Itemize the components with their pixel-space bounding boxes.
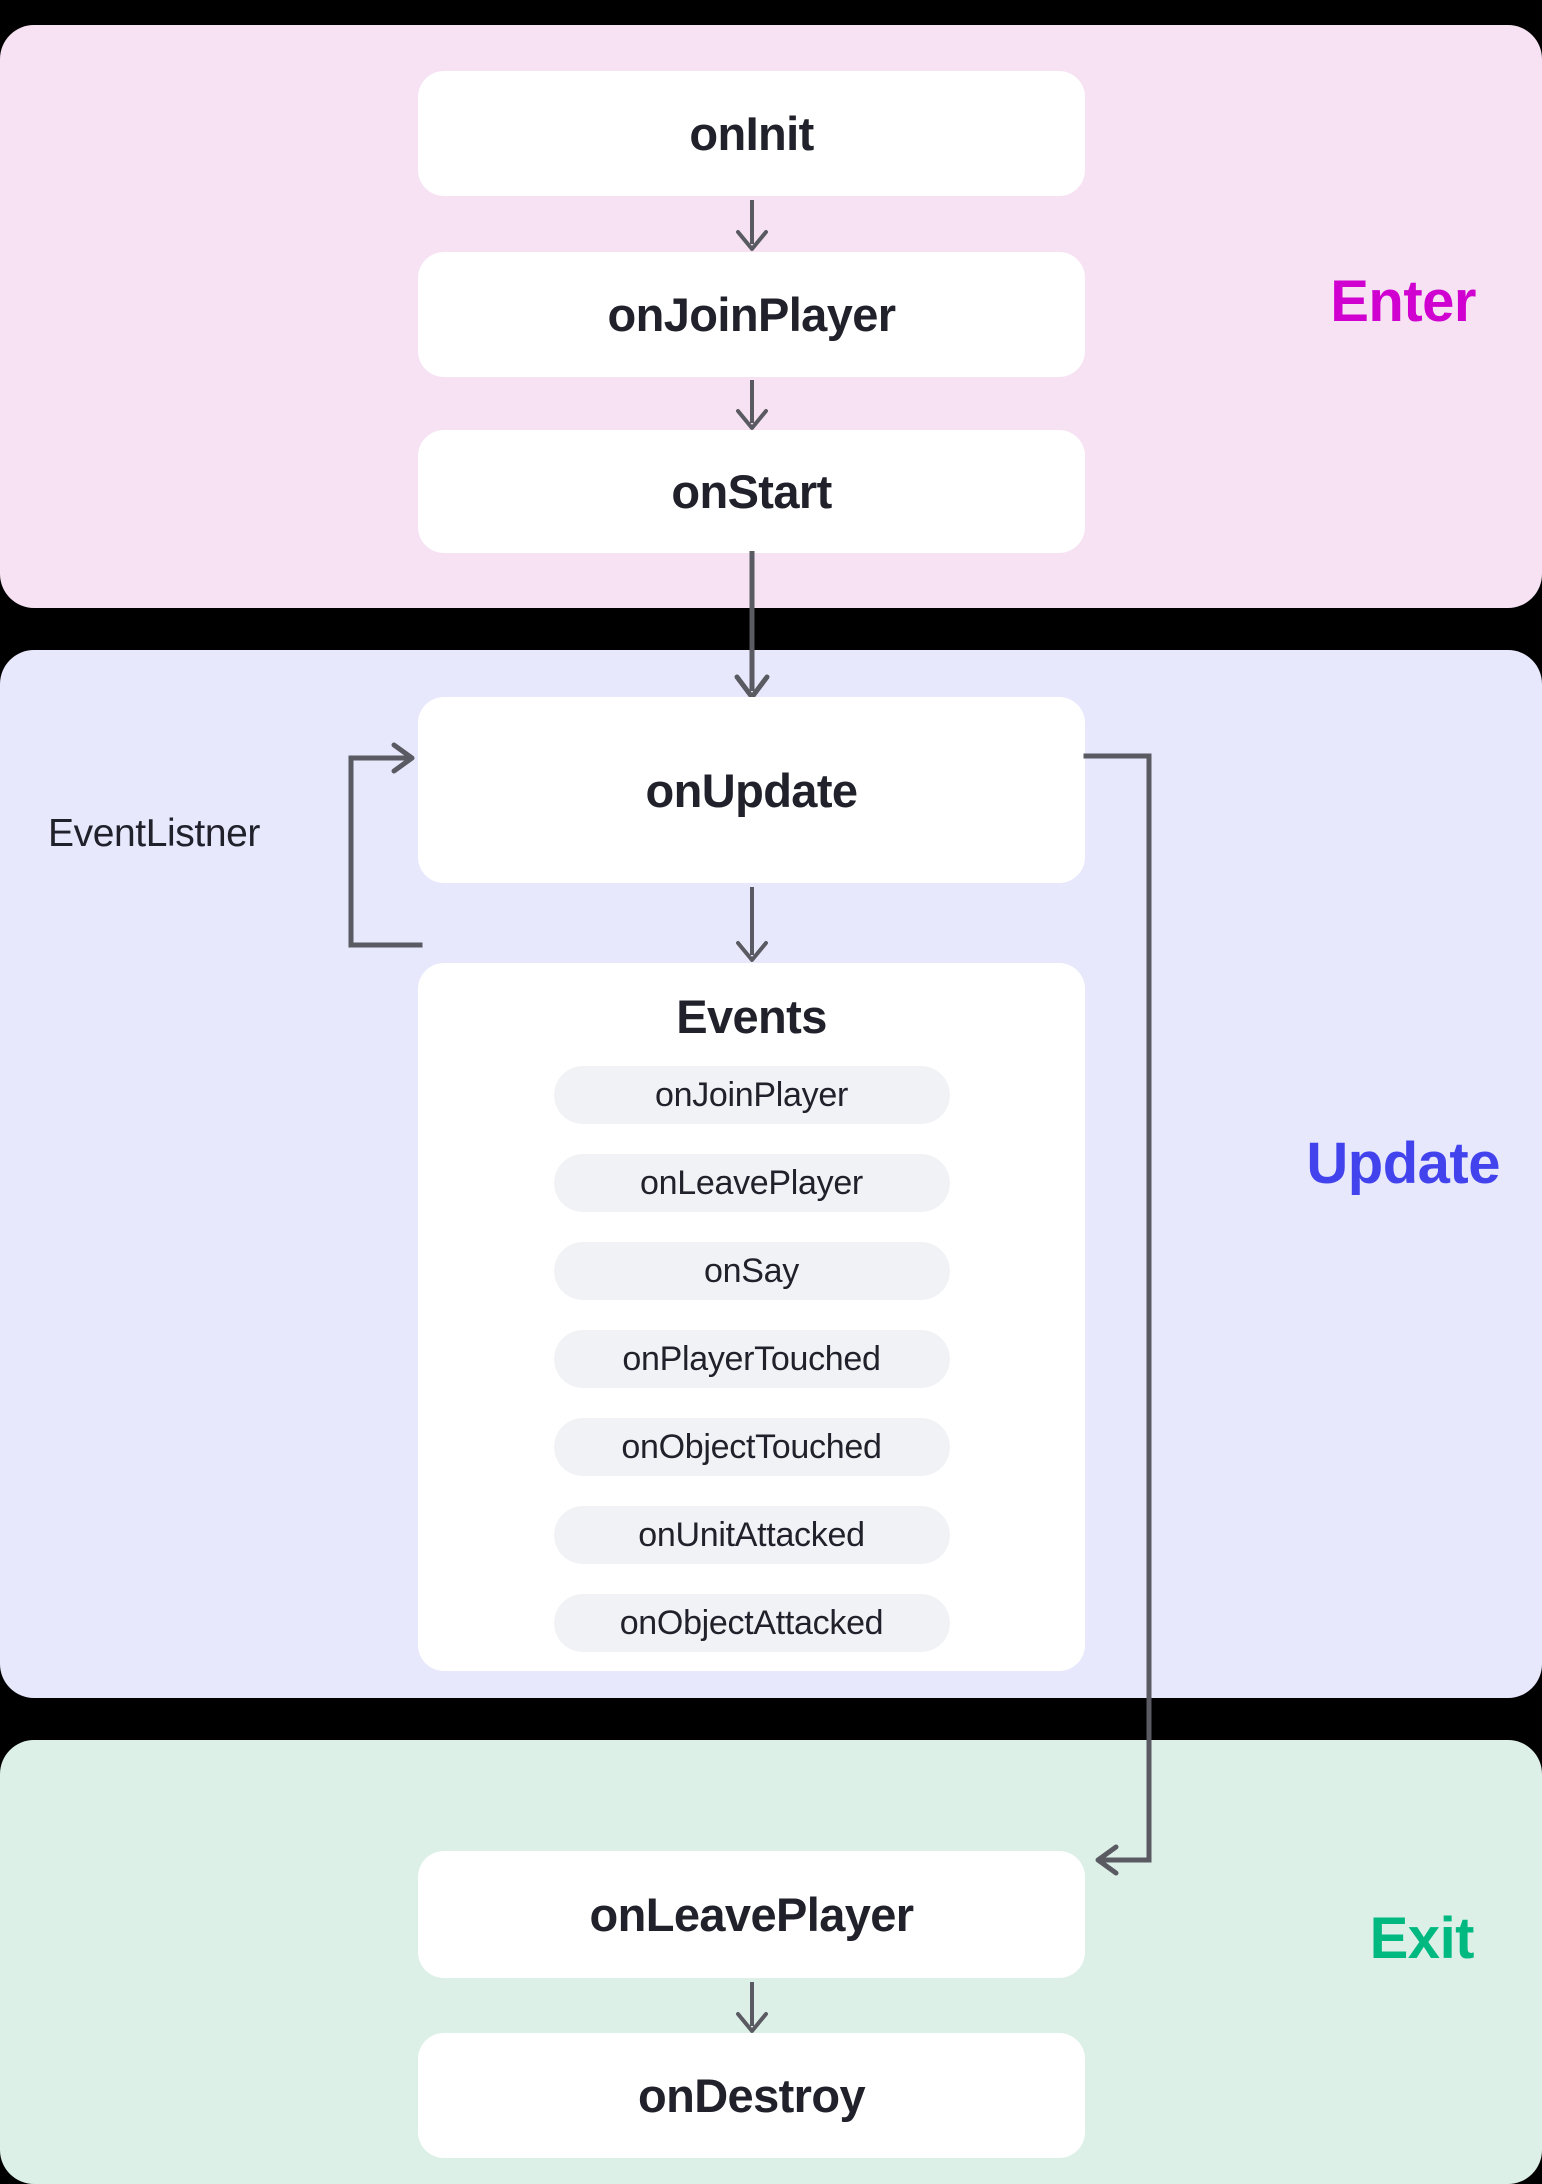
event-pill[interactable]: onObjectAttacked	[553, 1594, 950, 1652]
event-pill[interactable]: onObjectTouched	[553, 1418, 950, 1476]
event-pill[interactable]: onUnitAttacked	[553, 1506, 950, 1564]
event-pill[interactable]: onSay	[553, 1242, 950, 1300]
eventlistener-label: EventListner	[48, 812, 260, 855]
node-card-oninit[interactable]: onInit	[418, 71, 1085, 196]
phase-label-enter: Enter	[1330, 269, 1476, 334]
phase-label-exit: Exit	[1369, 1906, 1475, 1971]
event-pill[interactable]: onPlayerTouched	[553, 1330, 950, 1388]
node-card-onleaveplayer[interactable]: onLeavePlayer	[418, 1851, 1085, 1978]
phase-label-update: Update	[1306, 1131, 1500, 1196]
node-card-onstart[interactable]: onStart	[418, 430, 1085, 553]
node-card-onupdate[interactable]: onUpdate	[418, 697, 1085, 883]
event-pill[interactable]: onJoinPlayer	[553, 1066, 950, 1124]
events-group-title: Events	[676, 990, 827, 1043]
node-card-ondestroy[interactable]: onDestroy	[418, 2033, 1085, 2158]
node-card-onjoinplayer[interactable]: onJoinPlayer	[418, 252, 1085, 377]
event-pill[interactable]: onLeavePlayer	[553, 1154, 950, 1212]
events-group-card: Events onJoinPlayer onLeavePlayer onSay …	[418, 963, 1085, 1671]
